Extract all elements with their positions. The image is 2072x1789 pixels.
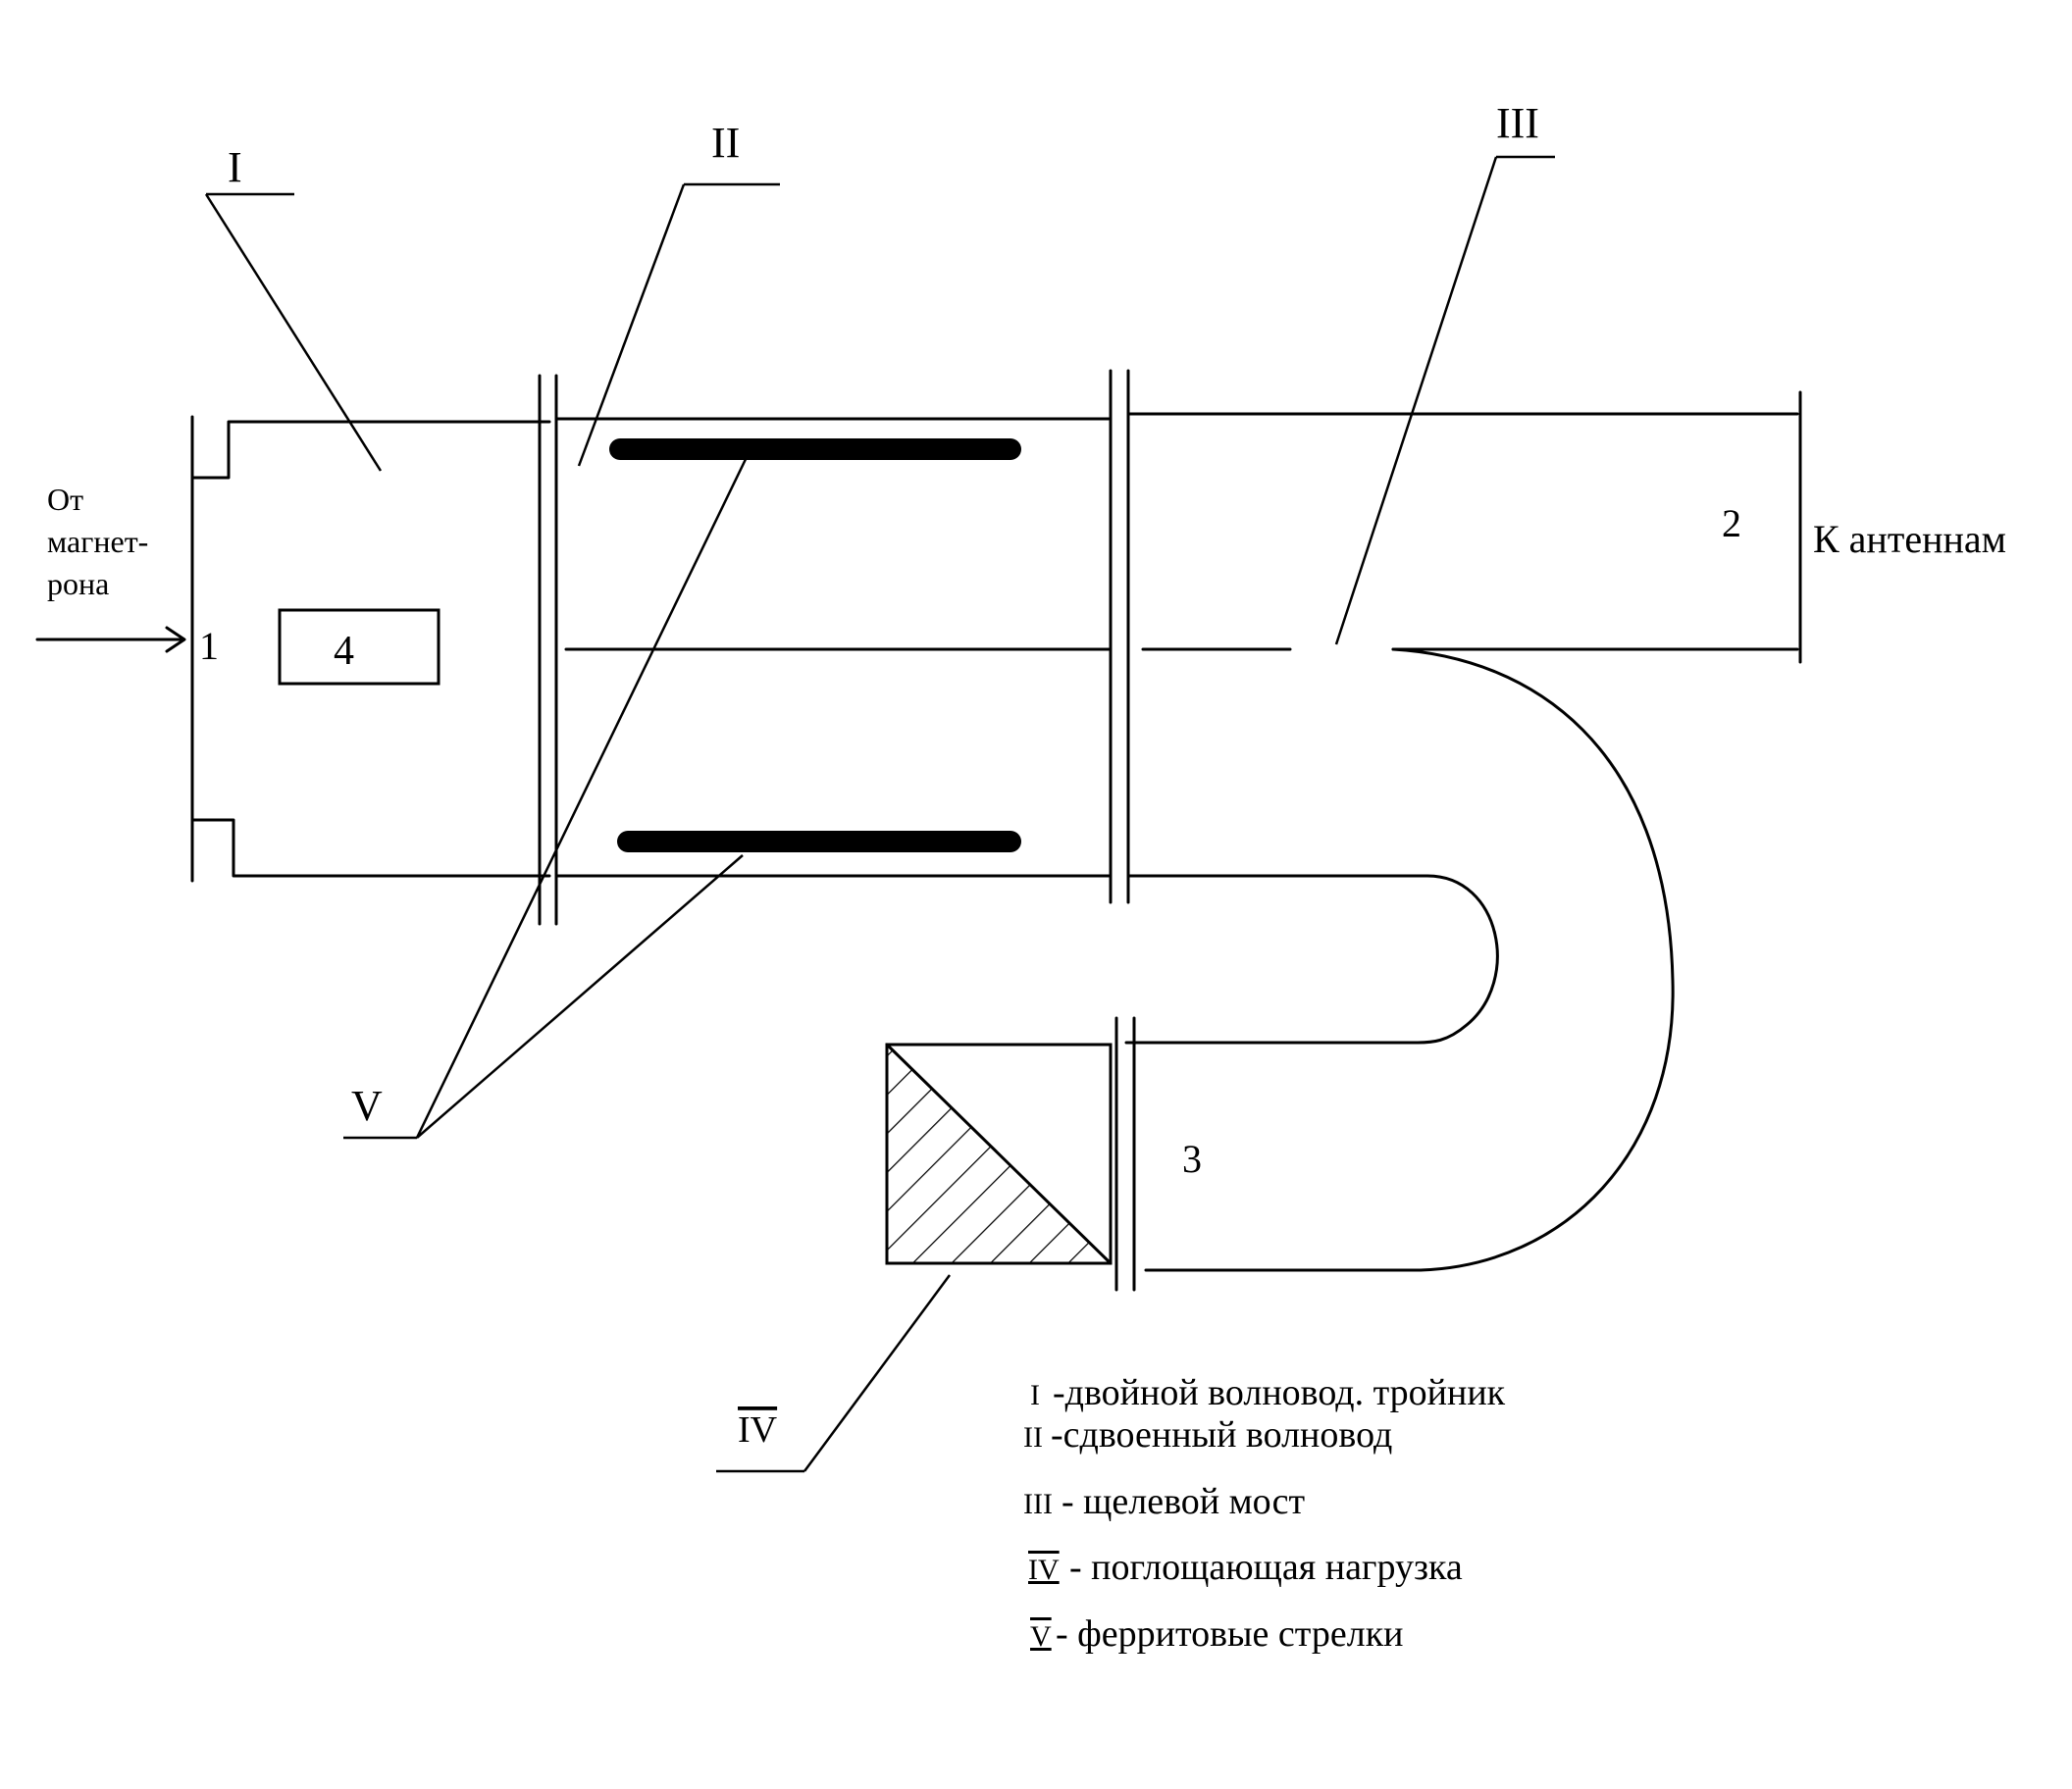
label-port-3: 3 [1182, 1137, 1202, 1181]
legend-item: I -двойной волновод. тройник [1030, 1372, 1506, 1413]
svg-text:- щелевой мост: - щелевой мост [1062, 1481, 1305, 1522]
legend: I -двойной волновод. тройник II -сдвоенн… [1023, 1372, 1506, 1655]
input-arrow [35, 626, 186, 653]
label-port-2: 2 [1722, 501, 1741, 545]
label-from-magnetron-line-1: От [47, 482, 83, 517]
label-part-1: I [228, 143, 242, 191]
label-box-4: 4 [334, 629, 354, 674]
legend-item: IV - поглощающая нагрузка [1028, 1547, 1463, 1588]
label-port-1: 1 [199, 624, 219, 668]
label-part-3: III [1496, 99, 1539, 147]
label-part-5: V [351, 1082, 383, 1130]
label-to-antennas: К антеннам [1813, 517, 2006, 561]
absorbing-load [885, 1043, 1113, 1265]
svg-text:V: V [1030, 1620, 1052, 1653]
slot-bridge [1114, 390, 1802, 1292]
twin-waveguide [538, 369, 1130, 926]
svg-text:-сдвоенный волновод: -сдвоенный волновод [1051, 1414, 1392, 1456]
port-4-box [278, 608, 440, 686]
label-from-magnetron-line-3: рона [47, 566, 109, 601]
legend-item: III - щелевой мост [1023, 1481, 1305, 1522]
svg-text:IV: IV [1028, 1554, 1060, 1586]
label-part-2: II [711, 119, 740, 167]
svg-text:I: I [1030, 1379, 1040, 1411]
svg-text:III: III [1023, 1488, 1053, 1520]
label-part-4: IV [738, 1409, 778, 1451]
svg-text:II: II [1023, 1421, 1043, 1454]
legend-item: II -сдвоенный волновод [1023, 1414, 1392, 1456]
svg-text:-двойной волновод. тройник: -двойной волновод. тройник [1053, 1372, 1506, 1413]
legend-item: V - ферритовые стрелки [1030, 1613, 1404, 1655]
diagram-labels: I II III V IV От магнет- рона К антеннам… [47, 99, 2006, 1451]
double-waveguide-tee [190, 415, 551, 883]
leader-lines [204, 155, 1555, 1473]
svg-text:- поглощающая нагрузка: - поглощающая нагрузка [1069, 1547, 1463, 1588]
label-from-magnetron-line-2: магнет- [47, 524, 148, 559]
svg-text:- ферритовые стрелки: - ферритовые стрелки [1056, 1613, 1404, 1655]
